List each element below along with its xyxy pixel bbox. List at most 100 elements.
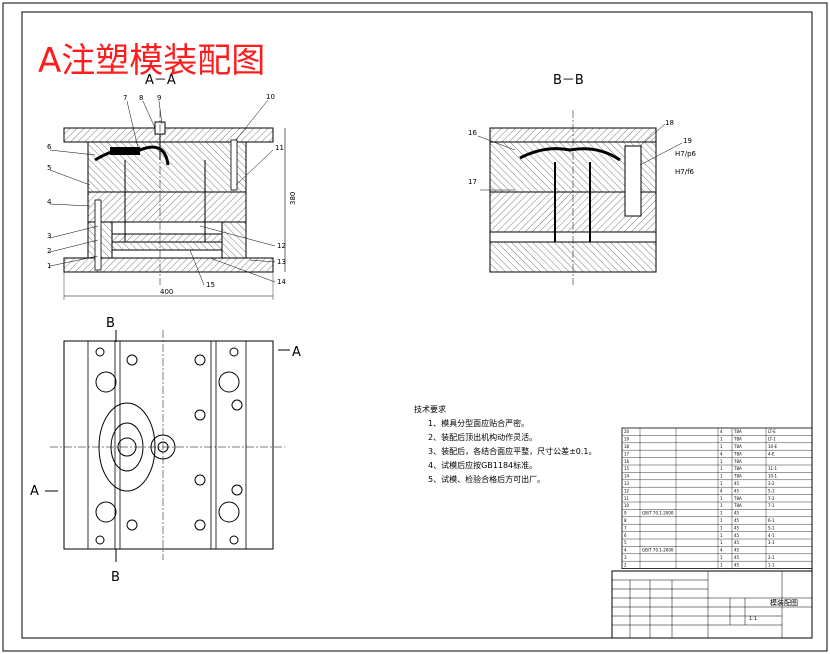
- bom-cell: 1-1: [768, 562, 775, 567]
- bom-cell: T8A: [733, 429, 742, 434]
- bom-cell: 1: [720, 555, 723, 560]
- bom-cell: 2: [624, 562, 627, 567]
- callout-1: 1: [47, 262, 51, 270]
- bom-cell: 4: [720, 429, 723, 434]
- bom-cell: 1: [720, 444, 723, 449]
- bom-cell: 10: [624, 503, 630, 508]
- bom-cell: T8A: [733, 451, 742, 456]
- bom-cell: 3-1: [768, 540, 775, 545]
- fit-h7p6: H7/p6: [675, 150, 697, 158]
- bom-cell: 45: [734, 533, 740, 538]
- callout-16: 16: [468, 129, 477, 137]
- bom-cell: T8A: [733, 503, 742, 508]
- bom-cell: T8A: [733, 496, 742, 501]
- bom-cell: 19: [624, 437, 630, 442]
- note-5: 5、试模、检验合格后方可出厂。: [428, 474, 545, 484]
- bom-cell: 12: [624, 488, 630, 493]
- callout-18: 18: [665, 119, 674, 127]
- bom-cell: 6: [624, 533, 627, 538]
- bom-cell: GB/T 70.1-2000: [642, 548, 674, 553]
- note-2: 2、装配后顶出机构动作灵活。: [428, 432, 537, 442]
- callout-10: 10: [266, 93, 275, 101]
- bom-cell: 7-1: [768, 503, 775, 508]
- bom-cell: 1: [720, 459, 723, 464]
- bom-cell: 5-1: [768, 525, 775, 530]
- bom-cell: 1: [720, 518, 723, 523]
- callout-17: 17: [468, 178, 477, 186]
- bom-cell: T8A: [733, 437, 742, 442]
- cut-label-b-top: B: [106, 316, 115, 331]
- note-3: 3、装配后，各结合面应平整，尺寸公差±0.1。: [428, 446, 597, 456]
- note-1: 1、模具分型面应贴合严密。: [428, 418, 529, 428]
- title-block-name: 模装配图: [770, 598, 798, 607]
- callout-11: 11: [275, 144, 284, 152]
- bom-cell: 45: [734, 488, 740, 493]
- inner-frame: [21, 11, 813, 639]
- bom-cell: 1: [720, 511, 723, 516]
- bom-cell: 4-E: [768, 451, 775, 456]
- bom-cell: 2-1: [768, 555, 775, 560]
- section-label-aa: A－A: [145, 73, 176, 88]
- bom-cell: 14: [624, 474, 630, 479]
- bom-cell: 1: [720, 481, 723, 486]
- bom-cell: 1: [720, 474, 723, 479]
- note-4: 4、试模后应按GB1184标准。: [428, 460, 537, 470]
- bom-cell: T8A: [733, 474, 742, 479]
- bom-cell: 3-2: [768, 481, 775, 486]
- bom-cell: LT-1: [768, 437, 776, 442]
- bom-cell: 1: [720, 540, 723, 545]
- dim-width: 400: [160, 288, 173, 296]
- section-label-bb: B－B: [553, 73, 584, 88]
- bom-cell: 45: [734, 555, 740, 560]
- bom-cell: 1: [720, 503, 723, 508]
- bom-cell: 1: [720, 496, 723, 501]
- bom-cell: 15: [624, 466, 630, 471]
- bom-cell: 6-1: [768, 518, 775, 523]
- cut-label-a-left: A: [30, 484, 39, 499]
- bom-cell: 13: [624, 481, 630, 486]
- section-aa-view: [49, 99, 286, 300]
- bom-cell: 7: [624, 525, 627, 530]
- callout-14: 14: [277, 278, 286, 286]
- callout-7: 7: [123, 94, 127, 102]
- bom-cell: 1: [720, 437, 723, 442]
- bom-cell: T8A: [733, 466, 742, 471]
- fit-h7f6: H7/f6: [675, 168, 695, 176]
- bom-cell: 11-1: [768, 466, 778, 471]
- callout-8: 8: [139, 94, 143, 102]
- callout-15: 15: [206, 281, 215, 289]
- callout-9: 9: [157, 94, 161, 102]
- bom-cell: T8A: [733, 459, 742, 464]
- callout-12: 12: [277, 242, 286, 250]
- bom-cell: 1: [720, 525, 723, 530]
- callout-2: 2: [47, 247, 51, 255]
- bom-cell: 1: [720, 562, 723, 567]
- bom-cell: 4: [720, 488, 723, 493]
- bom-cell: 45: [734, 518, 740, 523]
- callout-19: 19: [683, 137, 692, 145]
- plan-view: [45, 330, 290, 562]
- bom-cell: 11: [624, 496, 630, 501]
- title-block: [611, 570, 813, 639]
- bom-cell: 5-1: [768, 488, 775, 493]
- bom-cell: T8A: [733, 444, 742, 449]
- title-block-scale: 1:1: [749, 616, 757, 622]
- bom-cell: LT-E: [768, 429, 776, 434]
- bom-cell: 45: [734, 511, 740, 516]
- bom-cell: 45: [734, 548, 740, 553]
- bom-cell: 4: [720, 548, 723, 553]
- bom-cell: 45: [734, 525, 740, 530]
- callout-3: 3: [47, 232, 51, 240]
- bom-cell: 7-2: [768, 496, 775, 501]
- callout-13: 13: [277, 258, 286, 266]
- section-bb-view: [477, 110, 683, 285]
- bom-cell: 45: [734, 562, 740, 567]
- callout-4: 4: [47, 198, 52, 206]
- notes-heading: 技术要求: [414, 404, 446, 414]
- bom-cell: 17: [624, 451, 630, 456]
- bom-cell: 10-E: [768, 444, 778, 449]
- bom-cell: 16: [624, 459, 630, 464]
- bom-cell: 20: [624, 429, 630, 434]
